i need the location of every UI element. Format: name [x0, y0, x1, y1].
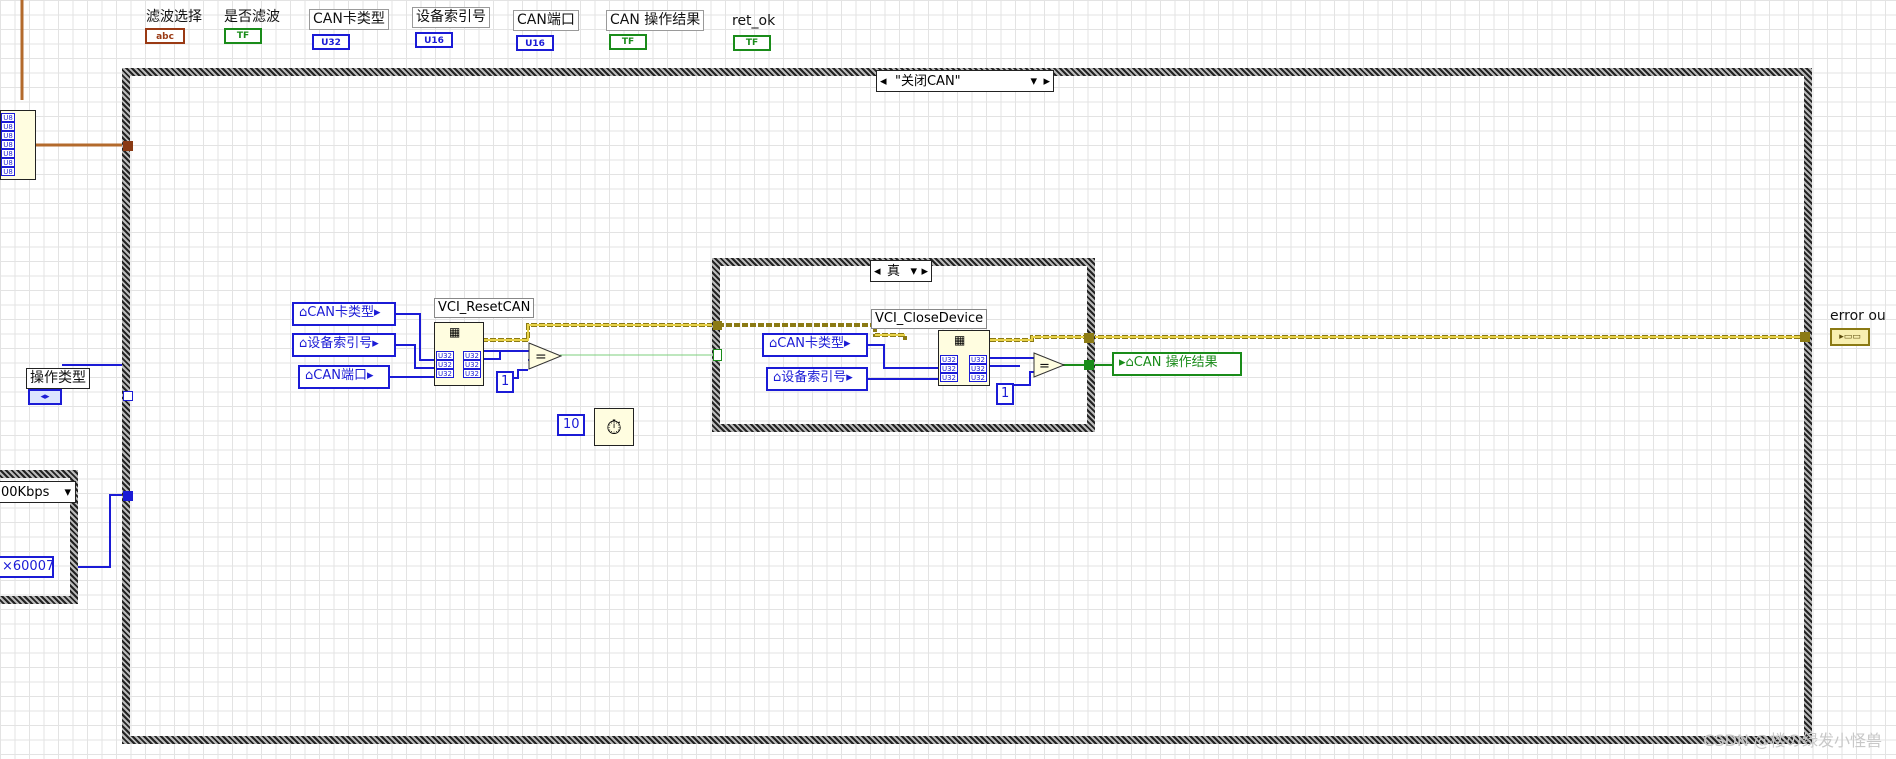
local-can-card-type-2[interactable]: ⌂CAN卡类型▸: [762, 333, 868, 357]
device-index-terminal[interactable]: U16: [415, 32, 453, 48]
inner-tunnel-bool: [713, 349, 722, 361]
filter-select-label: 滤波选择: [146, 9, 202, 25]
dll-call-icon: ▦: [449, 325, 461, 339]
local-device-index[interactable]: ⌂设备索引号▸: [292, 333, 396, 357]
dropdown-arrow-icon: ▾: [64, 485, 71, 500]
op-type-label: 操作类型: [26, 368, 90, 389]
local-var-icon: ⌂: [1125, 355, 1134, 370]
inner-tunnel-bool-out: [1084, 360, 1094, 370]
dropdown-arrow-icon: ▾: [910, 264, 917, 279]
prev-case-icon: ◂: [874, 264, 881, 279]
main-case-selector[interactable]: ◂ "关闭CAN" ▾ ▸: [876, 70, 1054, 92]
inner-case-structure: [712, 258, 1095, 432]
local-device-index-2[interactable]: ⌂设备索引号▸: [766, 367, 868, 391]
enable-filter-label: 是否滤波: [224, 9, 280, 25]
const-one-b[interactable]: 1: [996, 383, 1014, 405]
local-var-icon: ⌂: [773, 370, 782, 385]
local-can-port[interactable]: ⌂CAN端口▸: [298, 365, 390, 389]
reset-can-title: VCI_ResetCAN: [434, 298, 535, 318]
can-card-type-label: CAN卡类型: [309, 9, 389, 30]
inner-tunnel-error-out: [1084, 333, 1094, 343]
string-wire: [20, 0, 128, 147]
baud-selector[interactable]: 00Kbps ▾: [0, 481, 76, 503]
ret-ok-label: ret_ok: [732, 13, 776, 29]
prev-case-icon: ◂: [880, 74, 887, 89]
can-port-label: CAN端口: [513, 10, 579, 31]
int-wire: [62, 364, 128, 568]
hex-constant[interactable]: ×60007: [0, 556, 54, 578]
inner-tunnel-error: [713, 321, 722, 330]
dll-call-icon: ▦: [954, 333, 966, 347]
equal-compare[interactable]: =: [528, 342, 562, 370]
error-out-label: error ou: [1830, 308, 1886, 324]
filter-select-terminal[interactable]: abc: [145, 28, 185, 44]
next-case-icon: ▸: [1043, 74, 1050, 89]
next-case-icon: ▸: [921, 264, 928, 279]
tunnel-optype: [123, 391, 133, 401]
local-var-icon: ⌂: [769, 336, 778, 351]
op-type-terminal[interactable]: ◂▸: [28, 389, 62, 405]
string-type-icon: abc: [156, 32, 174, 42]
svg-text:=: =: [1039, 359, 1050, 374]
wait-ms-icon[interactable]: ⏱: [594, 408, 634, 446]
ret-ok-terminal[interactable]: TF: [733, 35, 771, 51]
inner-case-selector[interactable]: ◂ 真 ▾ ▸: [870, 260, 932, 282]
close-device-title: VCI_CloseDevice: [871, 309, 988, 329]
const-one-a[interactable]: 1: [496, 371, 514, 393]
device-index-label: 设备索引号: [412, 7, 490, 28]
error-out-indicator[interactable]: ▸▭▭: [1830, 328, 1870, 346]
dropdown-arrow-icon: ▾: [1030, 74, 1037, 89]
can-result-label: CAN 操作结果: [606, 10, 705, 31]
main-case-structure: [122, 68, 1812, 744]
const-wait-ms[interactable]: 10: [557, 414, 585, 436]
enable-filter-terminal[interactable]: TF: [224, 28, 262, 44]
svg-text:=: =: [535, 349, 547, 365]
can-card-type-terminal[interactable]: U32: [312, 34, 350, 50]
local-can-result[interactable]: ▸⌂CAN 操作结果: [1112, 352, 1242, 376]
can-port-terminal[interactable]: U16: [516, 35, 554, 51]
local-var-icon: ⌂: [299, 336, 308, 351]
local-can-card-type[interactable]: ⌂CAN卡类型▸: [292, 302, 396, 326]
tunnel-string: [123, 141, 133, 151]
local-var-icon: ⌂: [299, 305, 308, 320]
equal-compare-2[interactable]: =: [1033, 352, 1065, 378]
can-result-terminal[interactable]: TF: [609, 34, 647, 50]
tunnel-int: [123, 491, 133, 501]
tunnel-error-out: [1800, 332, 1810, 342]
local-var-icon: ⌂: [305, 368, 314, 383]
watermark: CSDN @楼の绿发小怪兽: [1703, 731, 1882, 750]
